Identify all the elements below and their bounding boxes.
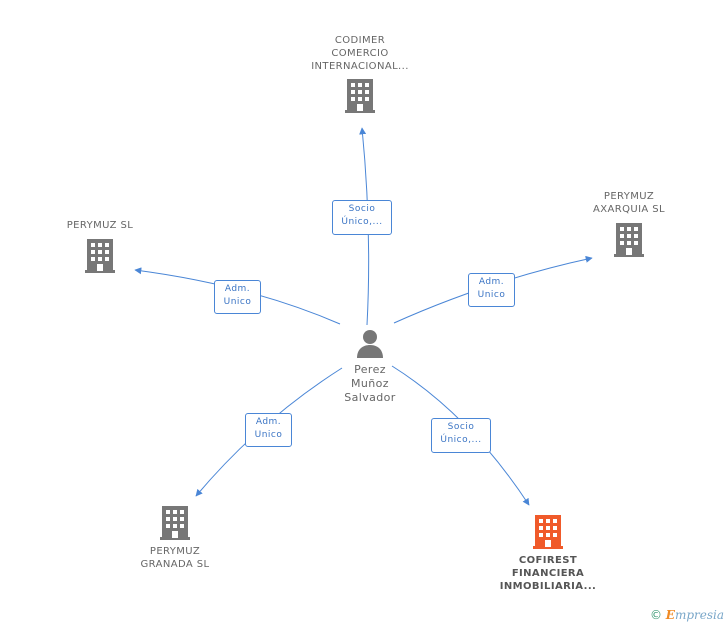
relation-label-line: Unico (223, 297, 252, 307)
person-icon (357, 330, 383, 358)
building-icon (160, 506, 190, 540)
relation-label-line: Único,... (341, 217, 383, 227)
company-label-line: CODIMER (334, 35, 386, 46)
company-node-codimer[interactable]: CODIMER COMERCIO INTERNACIONAL... (298, 34, 422, 113)
relation-badge-perymuz-granada[interactable]: Adm. Unico (245, 413, 292, 447)
company-label-line: FINANCIERA (511, 568, 585, 579)
person-name-line: Salvador (344, 391, 396, 404)
company-label-line: INTERNACIONAL... (311, 61, 409, 72)
relation-label-line: Adm. (478, 277, 505, 287)
building-icon (345, 79, 375, 113)
relation-label-line: Unico (254, 430, 283, 440)
person-name-line: Perez (354, 363, 386, 376)
building-icon (533, 515, 563, 549)
relation-badge-perymuz-sl[interactable]: Adm. Unico (214, 280, 261, 314)
relation-label-line: Socio (348, 204, 376, 214)
company-label-line: GRANADA SL (140, 559, 210, 570)
company-label-line: PERYMUZ (603, 191, 655, 202)
building-icon (85, 239, 115, 273)
relation-label-line: Único,... (440, 435, 482, 445)
company-node-perymuz-axarquia[interactable]: PERYMUZ AXARQUIA SL (574, 190, 684, 257)
relation-label-line: Adm. (224, 284, 251, 294)
company-label-line: INMOBILIARIA... (499, 581, 597, 592)
company-node-perymuz-granada[interactable]: PERYMUZ GRANADA SL (120, 506, 230, 571)
relation-badge-cofirest[interactable]: Socio Único,... (431, 418, 491, 453)
relation-badge-codimer[interactable]: Socio Único,... (332, 200, 392, 235)
person-name-line: Muñoz (351, 377, 389, 390)
person-node[interactable]: Perez Muñoz Salvador (320, 328, 420, 405)
copyright-footer: © Empresia (650, 608, 724, 622)
relation-label-line: Adm. (255, 417, 282, 427)
building-icon (614, 223, 644, 257)
copyright-icon: © (649, 608, 662, 622)
company-label-line: COFIREST (518, 555, 578, 566)
empresia-logo[interactable]: Empresia (665, 608, 724, 622)
relation-label-line: Unico (477, 290, 506, 300)
company-label-line: PERYMUZ SL (66, 220, 134, 231)
relation-label-line: Socio (447, 422, 475, 432)
company-node-cofirest[interactable]: COFIREST FINANCIERA INMOBILIARIA... (486, 515, 610, 593)
company-label-line: AXARQUIA SL (593, 204, 665, 215)
relation-badge-perymuz-axarquia[interactable]: Adm. Unico (468, 273, 515, 307)
company-node-perymuz-sl[interactable]: PERYMUZ SL (50, 219, 150, 273)
company-label-line: COMERCIO (331, 48, 389, 59)
company-label-line: PERYMUZ (149, 546, 201, 557)
